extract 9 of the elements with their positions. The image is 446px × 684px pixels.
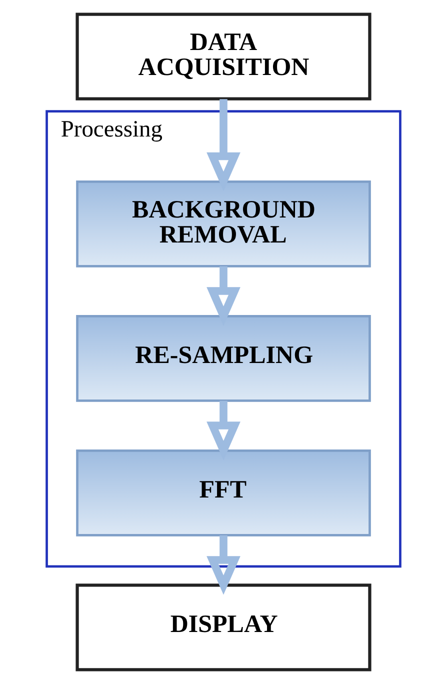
arrow xyxy=(206,535,240,595)
node-box: DISPLAY xyxy=(75,584,371,672)
node-box: BACKGROUND REMOVAL xyxy=(76,180,370,268)
node-box: FFT xyxy=(76,450,370,536)
arrow xyxy=(206,99,240,192)
arrow xyxy=(206,400,240,460)
node-box: DATA ACQUISITION xyxy=(75,12,371,100)
arrow xyxy=(206,266,240,326)
node-box: RE-SAMPLING xyxy=(76,315,370,402)
